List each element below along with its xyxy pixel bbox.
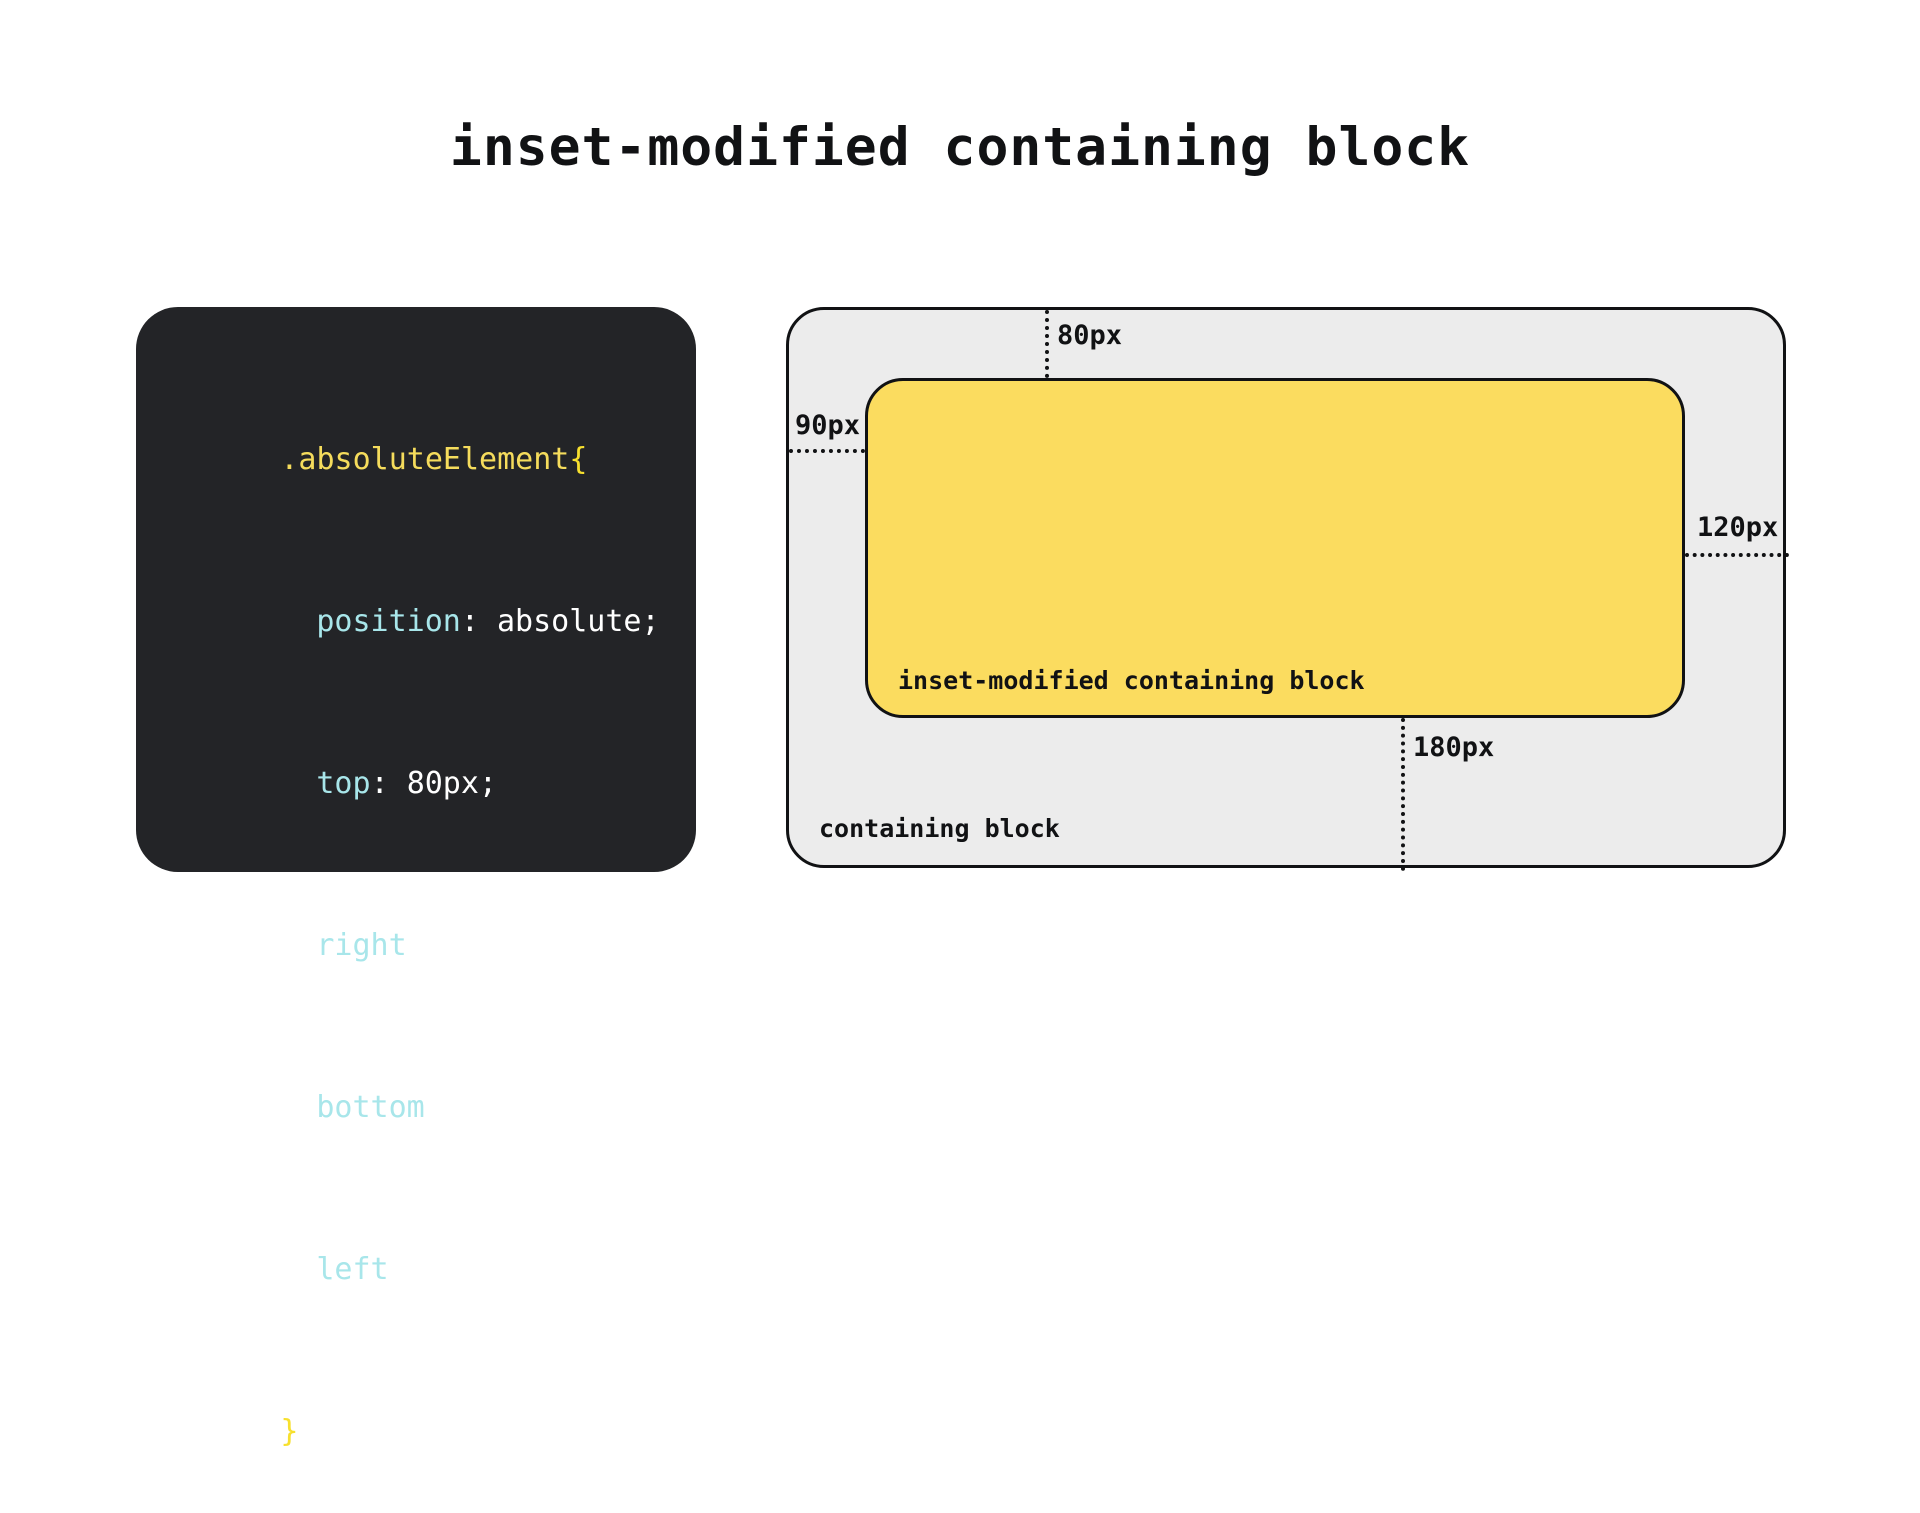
css-property-token: right (316, 928, 407, 963)
css-property-token: position (316, 604, 461, 639)
css-value-token: 80px; (406, 766, 497, 801)
code-line-declaration: position: absolute; (136, 541, 696, 703)
containing-block-label: containing block (819, 814, 1060, 843)
css-value-token: 180px; (460, 1090, 570, 1125)
code-line-selector: .absoluteElement{ (136, 379, 696, 541)
css-value-token: 120px; (442, 928, 552, 963)
guide-line-bottom (1401, 718, 1405, 871)
guide-line-right (1685, 553, 1789, 557)
css-selector-token: .absoluteElement (280, 442, 570, 477)
measurement-label-right: 120px (1697, 512, 1779, 543)
page-title: inset-modified containing block (449, 117, 1471, 178)
guide-line-left (789, 449, 865, 453)
css-colon-token: : (388, 1252, 425, 1287)
measurement-label-top: 80px (1057, 320, 1123, 351)
code-line-declaration: top: 80px; (136, 703, 696, 865)
close-brace-token: } (280, 1414, 299, 1449)
inset-modified-containing-block-label: inset-modified containing block (898, 666, 1365, 695)
code-line-declaration: bottom: 180px; (136, 1027, 696, 1189)
css-colon-token: : (370, 766, 407, 801)
guide-line-top (1045, 310, 1049, 378)
css-property-token: left (316, 1252, 389, 1287)
css-colon-token: : (424, 1090, 461, 1125)
open-brace-token: { (569, 442, 588, 477)
css-colon-token: : (460, 604, 497, 639)
css-value-token: 90px; (424, 1252, 516, 1287)
code-line-declaration: left: 90px; (136, 1189, 696, 1351)
measurement-label-left: 90px (795, 410, 861, 441)
inset-modified-containing-block-rect: inset-modified containing block (865, 378, 1685, 718)
css-property-token: top (316, 766, 371, 801)
measurement-label-bottom: 180px (1413, 732, 1495, 763)
containing-block-rect: inset-modified containing block 80px 90p… (786, 307, 1789, 871)
css-property-token: bottom (316, 1090, 425, 1125)
diagram-canvas: inset-modified containing block .absolut… (136, 117, 1789, 1449)
containing-block-diagram: inset-modified containing block 80px 90p… (786, 307, 1789, 871)
css-colon-token: : (406, 928, 443, 963)
css-value-token: absolute; (497, 604, 660, 639)
code-line-declaration: right: 120px; (136, 865, 696, 1027)
code-line-close-brace: } (136, 1351, 696, 1513)
code-snippet-card: .absoluteElement{ position: absolute; to… (136, 307, 696, 1449)
